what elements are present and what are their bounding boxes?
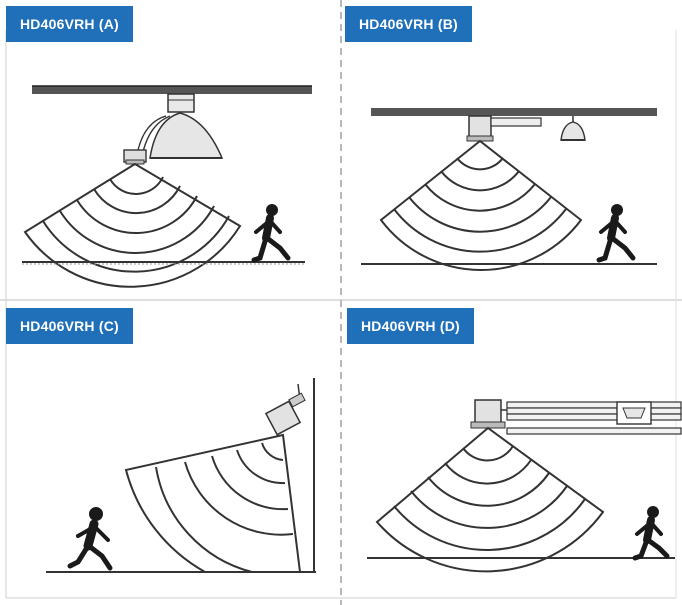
panel-c-label: HD406VRH (C)	[6, 308, 133, 344]
detection-zone	[379, 139, 583, 271]
panel-d: HD406VRH (D)	[341, 300, 682, 605]
ceiling	[32, 86, 312, 94]
walking-person-icon	[67, 507, 113, 571]
motion-sensor	[264, 383, 306, 436]
detection-zone	[375, 426, 605, 573]
walking-person-icon	[251, 204, 291, 263]
ceiling	[371, 108, 657, 116]
detection-zone	[124, 433, 302, 573]
motion-sensor	[466, 115, 542, 142]
panel-c-drawing	[46, 378, 316, 573]
detection-zone	[23, 162, 242, 288]
motion-sensor	[470, 399, 507, 429]
highbay-lamp	[137, 93, 224, 159]
walking-person-icon	[596, 204, 636, 263]
panel-d-drawing	[367, 399, 682, 573]
panel-b-drawing	[361, 108, 657, 271]
panel-a: HD406VRH (A)	[0, 0, 341, 300]
panel-a-drawing	[22, 85, 312, 288]
panel-b-label: HD406VRH (B)	[345, 6, 472, 42]
motion-sensor	[123, 149, 147, 165]
panel-b: HD406VRH (B)	[341, 0, 682, 300]
panel-a-label: HD406VRH (A)	[6, 6, 133, 42]
walking-person-icon	[632, 506, 670, 561]
pendant-lamp	[560, 116, 586, 141]
panel-c: HD406VRH (C)	[0, 300, 341, 605]
ceiling-fixture	[506, 401, 682, 435]
panel-d-label: HD406VRH (D)	[347, 308, 474, 344]
